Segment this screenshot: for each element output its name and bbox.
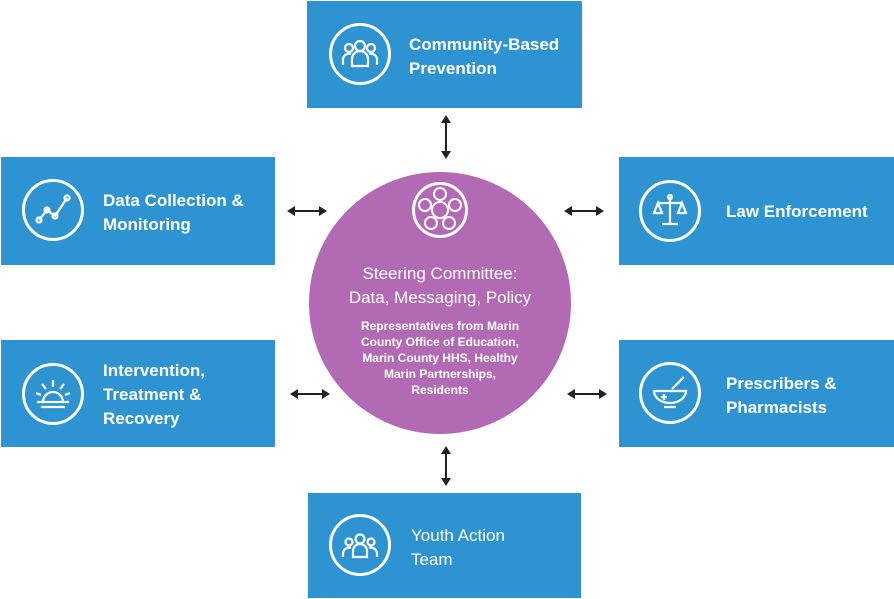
title-line: Steering Committee: <box>362 264 518 283</box>
subtitle-line: Marin County HHS, Healthy <box>362 351 518 365</box>
subtitle-line: County Office of Education, <box>361 335 519 349</box>
arrow-right-lower <box>567 389 607 399</box>
box-label: Youth Action Team <box>411 524 505 572</box>
arrow-top <box>441 115 451 159</box>
label-line: Pharmacists <box>726 398 828 417</box>
label-line: Recovery <box>103 409 180 428</box>
group-icon <box>329 23 391 85</box>
label-line: Monitoring <box>103 215 191 234</box>
law-enforcement-box: Law Enforcement <box>619 157 894 265</box>
mortar-pestle-icon <box>639 362 701 424</box>
intervention-treatment-recovery-box: Intervention, Treatment & Recovery <box>1 340 275 447</box>
prescribers-pharmacists-box: Prescribers & Pharmacists <box>619 340 894 447</box>
box-label: Law Enforcement <box>726 200 868 224</box>
label-line: Treatment & <box>103 385 202 404</box>
arrow-right-upper <box>564 206 604 216</box>
box-label: Intervention, Treatment & Recovery <box>103 359 205 431</box>
label-line: Law Enforcement <box>726 202 868 221</box>
box-label: Community-Based Prevention <box>409 33 559 81</box>
center-subtitle: Representatives from Marin County Office… <box>339 318 541 398</box>
arrow-left-upper <box>287 206 327 216</box>
subtitle-line: Representatives from Marin <box>360 319 520 333</box>
title-line: Data, Messaging, Policy <box>348 288 532 307</box>
steering-committee-circle: Steering Committee: Data, Messaging, Pol… <box>309 172 571 434</box>
label-line: Intervention, <box>103 361 206 380</box>
sunrise-icon <box>22 363 84 425</box>
center-title: Steering Committee: Data, Messaging, Pol… <box>309 262 571 310</box>
youth-group-icon <box>329 514 391 576</box>
label-line: Prescribers & <box>726 374 837 393</box>
label-line: Youth Action <box>411 526 505 545</box>
scales-icon <box>639 180 701 242</box>
line-graph-icon <box>22 179 84 241</box>
label-line: Prevention <box>409 59 497 78</box>
label-line: Data Collection & <box>103 191 244 210</box>
subtitle-line: Marin Partnerships, <box>383 367 497 381</box>
box-label: Prescribers & Pharmacists <box>726 372 837 420</box>
community-based-prevention-box: Community-Based Prevention <box>307 1 582 108</box>
circle-of-people-icon <box>412 182 468 238</box>
arrow-bottom <box>441 446 451 486</box>
label-line: Community-Based <box>409 35 560 54</box>
youth-action-team-box: Youth Action Team <box>308 493 581 598</box>
box-label: Data Collection & Monitoring <box>103 189 244 237</box>
subtitle-line: Residents <box>411 383 469 397</box>
data-collection-monitoring-box: Data Collection & Monitoring <box>1 157 275 265</box>
arrow-left-lower <box>290 389 330 399</box>
label-line: Team <box>411 550 453 569</box>
